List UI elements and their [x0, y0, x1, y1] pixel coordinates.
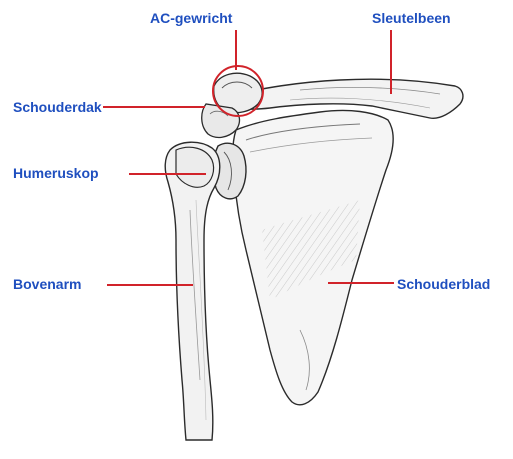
humeral-head-label: Humeruskop — [13, 165, 99, 181]
upper-arm-label: Bovenarm — [13, 276, 81, 292]
collarbone-label: Sleutelbeen — [372, 10, 451, 26]
ac-joint-label: AC-gewricht — [150, 10, 232, 26]
shoulder-blade-label: Schouderblad — [397, 276, 490, 292]
acromion-label: Schouderdak — [13, 99, 102, 115]
